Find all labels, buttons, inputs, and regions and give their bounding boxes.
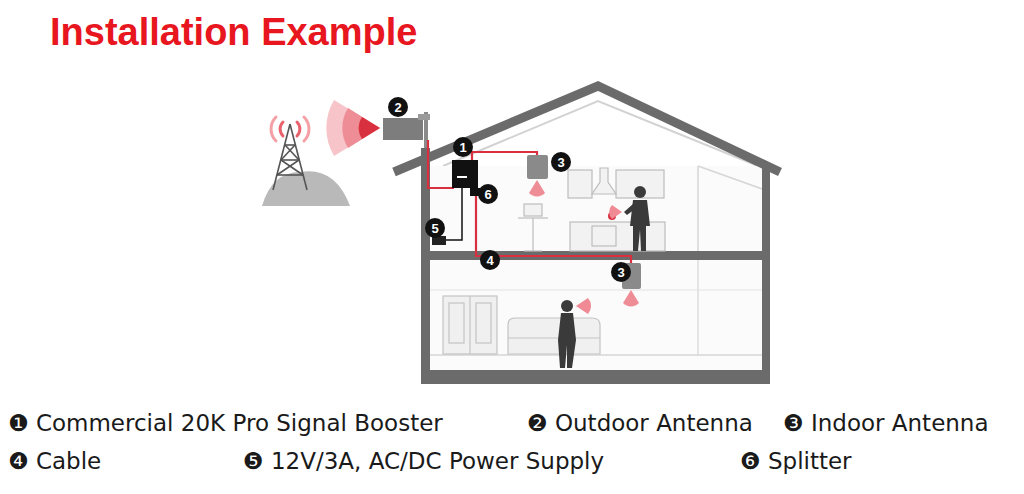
outdoor-signal: [326, 100, 380, 156]
house: [394, 86, 780, 384]
callout-number-text: 3: [617, 266, 624, 279]
cable: [428, 140, 631, 264]
title: Installation Example: [50, 12, 417, 54]
callout-number-text: 3: [557, 156, 564, 169]
phone-signal: [576, 298, 591, 314]
callout-number: 5: [425, 218, 445, 238]
power-cord: [446, 188, 462, 240]
outdoor-antenna: [383, 112, 430, 150]
callout-number-text: 1: [459, 141, 466, 154]
callout-number: 6: [478, 184, 498, 204]
signal-booster: [452, 160, 478, 188]
callout-number: 1: [453, 137, 473, 157]
cell-tower: [273, 124, 307, 190]
callout-number: 4: [480, 250, 500, 270]
part-label: ❺ 12V/3A, AC/DC Power Supply: [243, 448, 604, 474]
person: [558, 300, 576, 368]
person: [624, 186, 650, 251]
callout-number: 3: [551, 152, 571, 172]
living-room: [443, 296, 600, 354]
callout-number-text: 6: [484, 188, 491, 201]
callout-number-text: 2: [394, 101, 401, 114]
callout-number-text: 4: [486, 254, 493, 267]
part-label: ❶ Commercial 20K Pro Signal Booster: [8, 410, 443, 436]
booster-led: [457, 176, 467, 178]
indoor-antenna: [527, 155, 548, 179]
part-label: ❻ Splitter: [740, 448, 852, 474]
kitchen: [518, 168, 665, 251]
part-label: ❹ Cable: [8, 448, 101, 474]
part-label: ❸ Indoor Antenna: [783, 410, 989, 436]
phone-signal: [609, 205, 622, 219]
tower-signal: [271, 117, 309, 141]
callout-number-text: 5: [431, 222, 438, 235]
antenna-signal: [529, 180, 545, 196]
callout-number: 3: [611, 262, 631, 282]
part-label: ❷ Outdoor Antenna: [527, 410, 753, 436]
antenna-signal: [623, 290, 639, 306]
callout-number: 2: [388, 97, 408, 117]
